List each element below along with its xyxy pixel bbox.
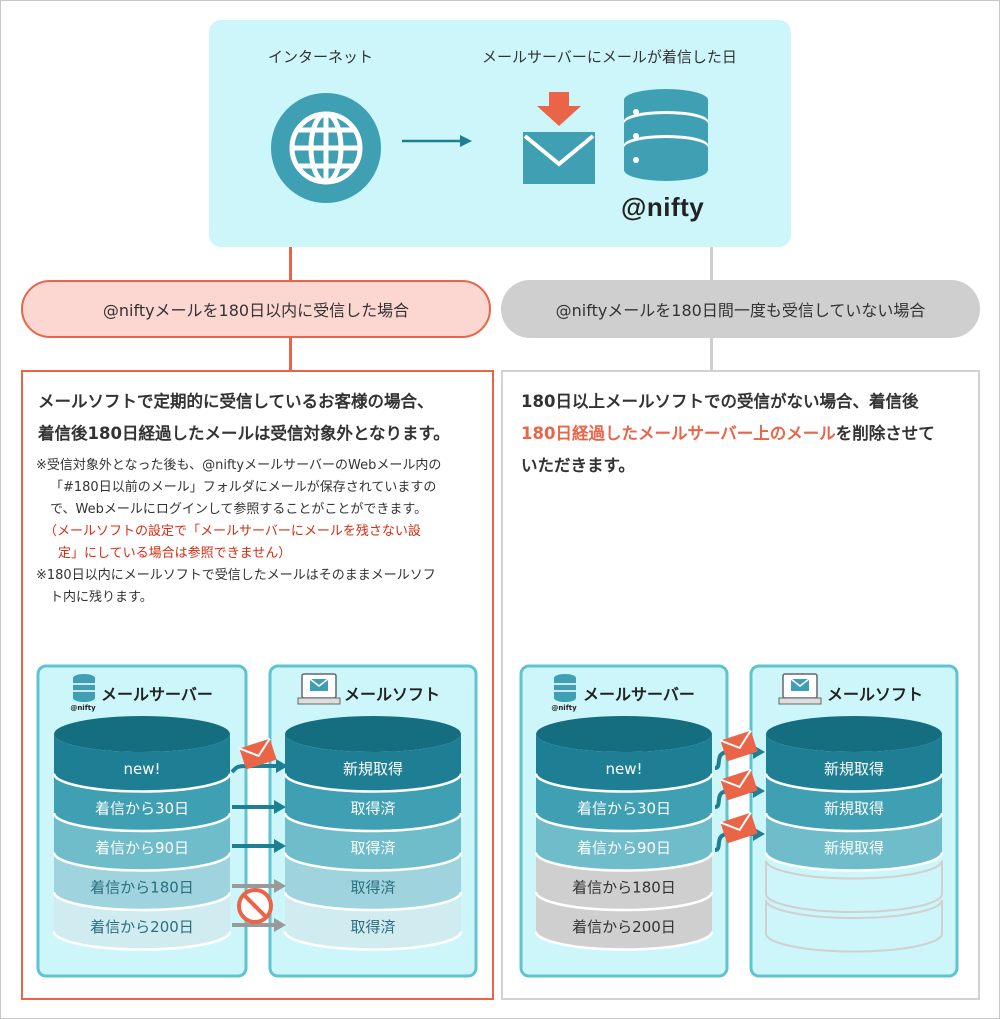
no-entry-icon <box>237 888 273 924</box>
right-server-layer: new! <box>534 734 714 793</box>
laptop-mail-icon <box>778 673 822 705</box>
connector-left-top <box>289 247 292 280</box>
right-server-layer-label: 着信から200日 <box>572 918 676 936</box>
right-server-layer: 着信から200日 <box>534 892 714 951</box>
right-client-layer: 新規取得 <box>764 773 944 833</box>
note1-line3: で、Webメールにログインして参照することがことができます。 <box>50 502 428 517</box>
within-180-days-pill: @niftyメールを180日以内に受信した場合 <box>21 280 491 338</box>
transfer-arrow-90 <box>232 839 286 853</box>
note1-warning-line1: （メールソフトの設定で「メールサーバーにメールを残さない設 <box>44 524 421 539</box>
server-icon <box>624 89 708 181</box>
server-arrival-label: メールサーバーにメールが着信した日 <box>482 48 737 66</box>
connector-right-bottom <box>710 338 713 370</box>
left-server-title: メールサーバー <box>101 685 213 704</box>
right-lead-accent: 180日経過したメールサーバー上のメール <box>521 424 836 443</box>
right-server-cap <box>536 716 712 752</box>
right-server-layer-label: 着信から30日 <box>577 799 671 817</box>
right-server-title: メールサーバー <box>583 685 695 704</box>
left-client-layer: 取得済 <box>283 813 463 872</box>
envelope-icon <box>720 812 758 844</box>
right-client-layer-label: 新規取得 <box>824 760 884 778</box>
left-server-layer: 着信から30日 <box>52 773 232 833</box>
left-client-layer-label: 取得済 <box>350 839 395 857</box>
left-server-layer: 着信から180日 <box>52 852 232 912</box>
left-server-layer: 着信から90日 <box>52 813 232 872</box>
right-server-layer-label: 着信から180日 <box>572 878 676 896</box>
svg-text:@nifty: @nifty <box>551 704 577 712</box>
right-client-layer-label: 新規取得 <box>824 799 884 817</box>
left-lead-line2: 着信後180日経過したメールは受信対象外となります。 <box>38 424 450 443</box>
blocked-arrow-200 <box>232 918 286 932</box>
left-server-layer-label: 着信から90日 <box>95 839 189 857</box>
note1-line1: ※受信対象外となった後も、@niftyメールサーバーのWebメール内の <box>36 458 442 473</box>
left-server-layer: new! <box>52 734 232 793</box>
server-small-icon: @nifty <box>70 674 96 712</box>
right-lead-line2-rest: を削除させて <box>835 424 935 443</box>
left-client-title: メールソフト <box>344 685 441 704</box>
left-client-cap <box>285 716 461 752</box>
left-client-layer: 取得済 <box>283 773 463 833</box>
note1-line2: 「#180日以前のメール」フォルダにメールが保存されていますの <box>50 480 437 495</box>
left-lead-text: メールソフトで定期的に受信しているお客様の場合、 着信後180日経過したメールは… <box>38 386 488 450</box>
left-client-layer-label: 取得済 <box>350 878 395 896</box>
right-server-layer: 着信から30日 <box>534 773 714 833</box>
globe-icon <box>271 93 381 203</box>
not-received-180-days-pill: @niftyメールを180日間一度も受信していない場合 <box>501 280 980 338</box>
envelope-icon <box>720 730 758 762</box>
left-server-layer-label: new! <box>123 760 160 778</box>
left-client-layer-label: 取得済 <box>350 918 395 936</box>
nifty-logo: @nifty <box>621 192 705 222</box>
left-client-layer: 取得済 <box>283 852 463 912</box>
left-server-layer-label: 着信から30日 <box>95 799 189 817</box>
svg-text:@nifty: @nifty <box>70 704 96 712</box>
mail-download-icon <box>523 92 595 184</box>
left-notes: ※受信対象外となった後も、@niftyメールサーバーのWebメール内の 「#18… <box>36 455 488 609</box>
blocked-arrow-180 <box>232 879 286 893</box>
right-client-layer <box>765 899 943 953</box>
left-server-layer: 着信から200日 <box>52 892 232 951</box>
transfer-arrowhead <box>276 759 288 773</box>
flow-arrow <box>402 135 472 147</box>
right-server-layer-label: 着信から90日 <box>577 839 671 857</box>
right-client-layer-label: 新規取得 <box>824 839 884 857</box>
left-case-panel <box>21 370 494 1000</box>
right-lead-line2: 180日経過したメールサーバー上のメールを削除させて <box>521 418 971 450</box>
left-client-layer-label: 取得済 <box>350 799 395 817</box>
internet-label: インターネット <box>268 48 374 66</box>
left-server-cap <box>54 716 230 752</box>
right-server-layer: 着信から90日 <box>534 813 714 872</box>
right-lead-line3: いただきます。 <box>521 456 635 475</box>
right-client-title: メールソフト <box>827 685 924 704</box>
left-server-layer-label: 着信から180日 <box>90 878 194 896</box>
right-client-layer <box>765 860 943 913</box>
right-lead-text: 180日以上メールソフトでの受信がない場合、着信後 180日経過したメールサーバ… <box>521 386 971 482</box>
envelope-icon <box>239 738 277 770</box>
right-lead-line1: 180日以上メールソフトでの受信がない場合、着信後 <box>521 392 919 411</box>
left-server-layer-label: 着信から200日 <box>90 918 194 936</box>
connector-right-top <box>710 247 713 280</box>
right-server-layer-label: new! <box>605 760 642 778</box>
left-client-layer: 取得済 <box>283 892 463 951</box>
right-client-layer: 新規取得 <box>764 813 944 872</box>
laptop-mail-icon <box>297 673 341 705</box>
right-server-layer: 着信から180日 <box>534 852 714 912</box>
note1-warning-line2: 定」にしている場合は参照できません） <box>58 546 292 561</box>
envelope-icon <box>720 769 758 801</box>
right-client-cap <box>766 716 942 752</box>
left-client-layer: 新規取得 <box>283 734 463 793</box>
right-client-layer: 新規取得 <box>764 734 944 793</box>
left-client-layer-label: 新規取得 <box>343 760 403 778</box>
server-small-icon: @nifty <box>551 674 577 712</box>
transfer-arrow-30 <box>232 800 286 814</box>
right-case-panel <box>501 370 980 1000</box>
note2-line1: ※180日以内にメールソフトで受信したメールはそのままメールソフ <box>36 568 436 583</box>
left-lead-line1: メールソフトで定期的に受信しているお客様の場合、 <box>38 392 434 411</box>
connector-left-bottom <box>289 338 292 370</box>
note2-line2: ト内に残ります。 <box>50 590 153 605</box>
